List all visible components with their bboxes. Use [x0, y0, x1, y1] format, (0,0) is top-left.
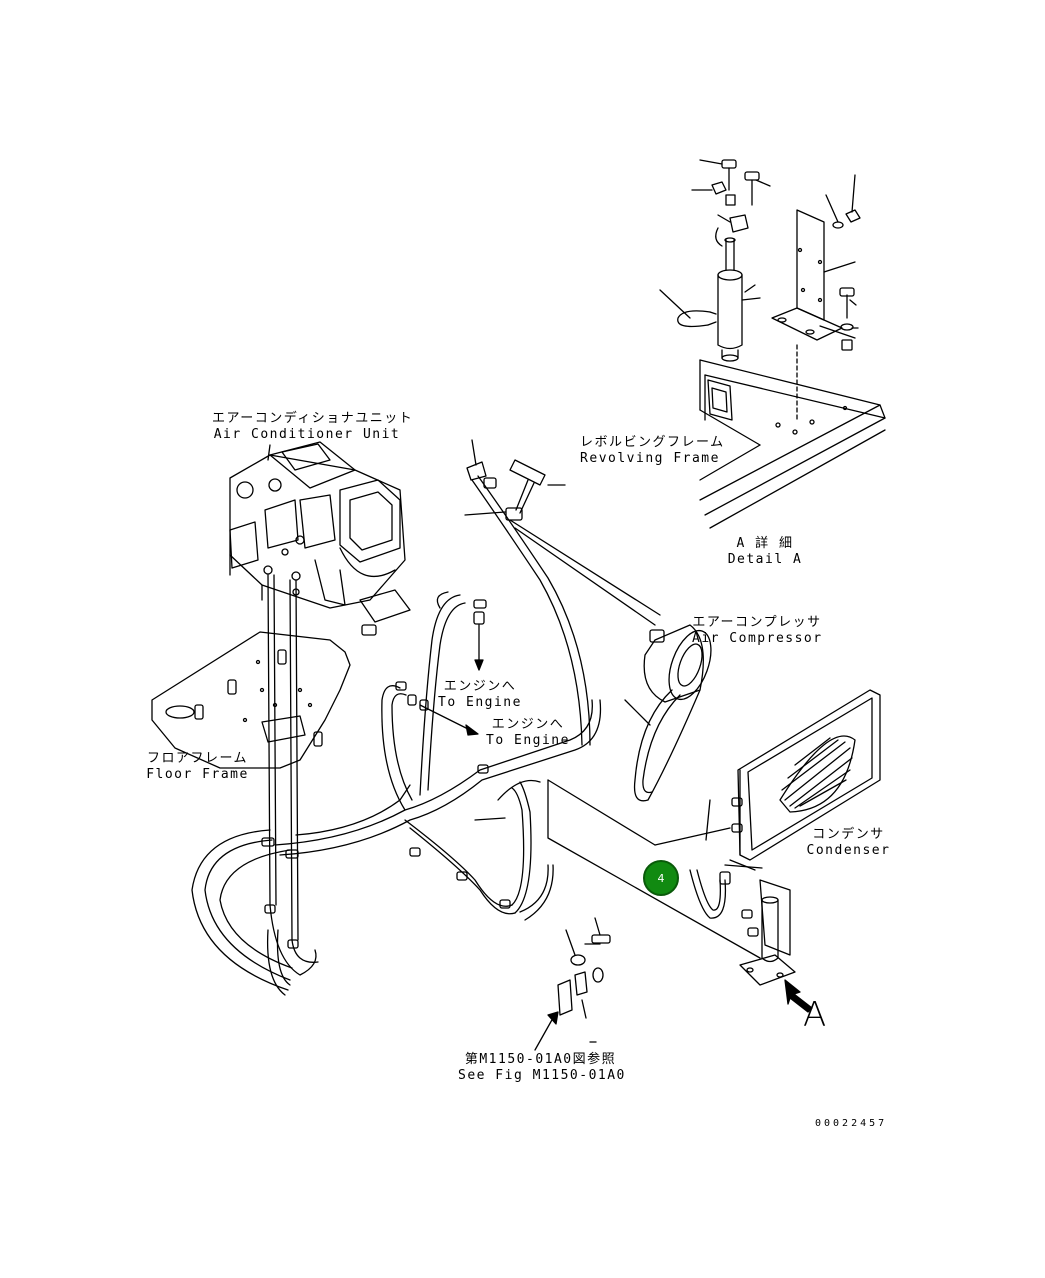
detail-a-label: A 詳 細 Detail A — [725, 536, 805, 568]
document-number: 00022457 — [815, 1118, 888, 1129]
floor-frame-label-en: Floor Frame — [146, 767, 249, 782]
to-engine-label-2: エンジンへ To Engine — [483, 717, 573, 749]
receiver-drier-drawing — [739, 879, 813, 1013]
air-conditioner-unit-label-jp: エアーコンディショナユニット — [212, 411, 414, 426]
air-conditioner-unit-drawing — [229, 441, 411, 636]
leader-lines — [267, 444, 756, 871]
see-fig-label-jp: 第M1150-01A0図参照 — [464, 1052, 617, 1067]
see-fig-label: 第M1150-01A0図参照 See Fig M1150-01A0 — [458, 1052, 626, 1084]
air-conditioner-unit-label: エアーコンディショナユニット Air Conditioner Unit — [212, 411, 414, 443]
condenser-drawing — [547, 689, 881, 959]
to-engine-label-2-jp: エンジンへ — [491, 717, 565, 732]
see-fig-label-en: See Fig M1150-01A0 — [458, 1068, 626, 1083]
floor-frame-drawing — [151, 631, 351, 769]
condenser-label: コンデンサ Condenser — [806, 827, 891, 859]
floor-frame-label: フロアフレーム Floor Frame — [145, 751, 250, 783]
detail-a-label-en: Detail A — [727, 552, 803, 567]
detail-a-label-jp: A 詳 細 — [736, 536, 794, 551]
ac-hose-bundle — [191, 439, 661, 996]
air-compressor-drawing — [624, 624, 712, 802]
condenser-label-jp: コンデンサ — [812, 827, 885, 842]
to-engine-label-1-en: To Engine — [438, 695, 522, 710]
floor-frame-label-jp: フロアフレーム — [146, 751, 249, 766]
detail-a-drawing — [659, 159, 886, 529]
to-engine-label-1: エンジンへ To Engine — [435, 679, 525, 711]
view-letter-a: A — [803, 995, 827, 1035]
part-callout-4[interactable]: 4 — [643, 860, 679, 896]
revolving-frame-label: レボルビングフレーム Revolving Frame — [580, 435, 725, 467]
hardware-drawing — [534, 917, 611, 1051]
air-compressor-label-jp: エアーコンプレッサ — [692, 615, 822, 630]
to-engine-label-2-en: To Engine — [486, 733, 570, 748]
revolving-frame-label-en: Revolving Frame — [580, 451, 720, 466]
air-compressor-label: エアーコンプレッサ Air Compressor — [692, 615, 822, 647]
condenser-label-en: Condenser — [806, 843, 891, 858]
to-engine-label-1-jp: エンジンへ — [443, 679, 517, 694]
air-compressor-label-en: Air Compressor — [692, 631, 823, 646]
air-conditioner-unit-label-en: Air Conditioner Unit — [213, 427, 401, 442]
revolving-frame-label-jp: レボルビングフレーム — [580, 435, 725, 450]
